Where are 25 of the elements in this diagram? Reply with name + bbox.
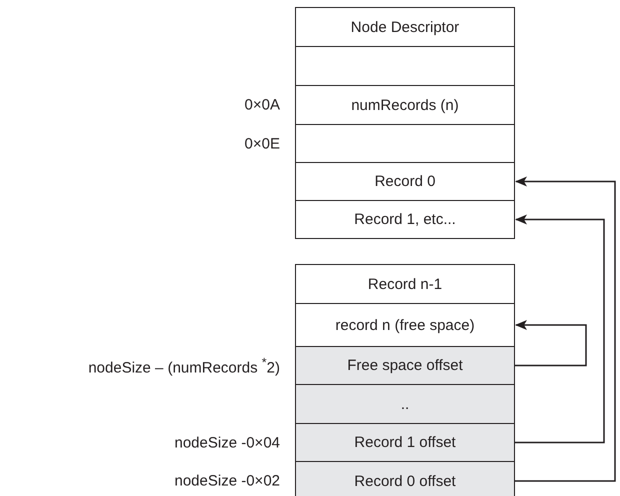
cell-text: Record 0 xyxy=(374,173,436,190)
memory-cell xyxy=(295,384,515,424)
cell-text: record n (free space) xyxy=(335,316,475,334)
arrow xyxy=(515,214,605,444)
arrow xyxy=(515,320,587,366)
empty-cell xyxy=(295,46,515,86)
cell-text: Record 0 offset xyxy=(354,472,456,490)
cell-text: Record 1, etc... xyxy=(354,211,456,228)
memory-cell xyxy=(295,7,515,47)
offset-label: nodeSize -0×02 xyxy=(174,472,280,490)
cell-text: Free space offset xyxy=(347,357,463,374)
arrow xyxy=(515,176,616,482)
offset-label: nodeSize – (numRecords $^{*}$2) xyxy=(88,355,280,376)
cell-text: Node Descriptor xyxy=(350,18,460,36)
cell-text: .. xyxy=(400,396,410,412)
cell-text: Record n-1 xyxy=(368,276,442,292)
memory-cell xyxy=(295,303,515,347)
memory-cell xyxy=(295,162,515,201)
memory-cell xyxy=(295,200,515,239)
memory-cell xyxy=(295,264,515,304)
offset-label: 0×0E xyxy=(244,135,280,152)
offset-label: 0×0A xyxy=(244,96,280,114)
offset-label: nodeSize -0×04 xyxy=(174,434,280,451)
cell-text: numRecords (n) xyxy=(351,96,459,114)
cell-text: Record 1 offset xyxy=(354,434,456,451)
